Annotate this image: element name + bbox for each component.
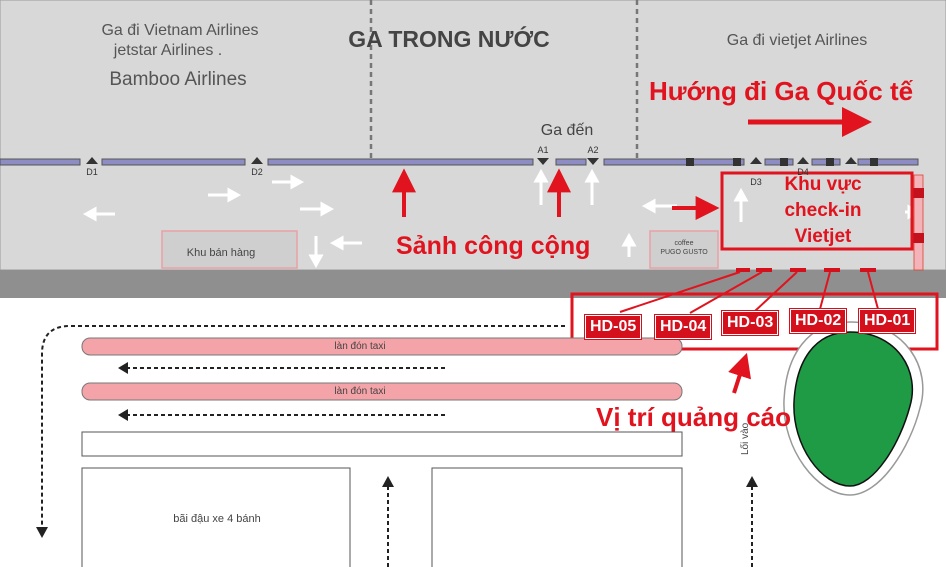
parking-label: bãi đậu xe 4 bánh [173, 513, 261, 525]
ad-spot-hd-02: HD-02 [790, 309, 847, 333]
arrivals-label: Ga đến [540, 122, 594, 139]
left-terminal-line3: Bamboo Airlines [109, 69, 247, 90]
shop-box [161, 230, 298, 269]
coffee-box [649, 230, 719, 269]
ground-strip [81, 431, 683, 457]
checkin-label-1: Khu vực [784, 174, 862, 195]
ad-spot-hd-05: HD-05 [585, 315, 642, 339]
taxi-lane-1 [81, 337, 683, 356]
checkin-label-2: check-in [784, 200, 862, 221]
taxi-lane-2-label: làn đón taxi [334, 386, 386, 397]
ad-spot-hd-03: HD-03 [722, 311, 779, 335]
left-terminal-line2: jetstar Airlines . [113, 42, 223, 59]
right-terminal-label: Ga đi vietjet Airlines [726, 32, 868, 49]
gate-d4: D4 [797, 167, 809, 177]
coffee-label: coffee [674, 240, 694, 247]
gate-wall [0, 158, 919, 166]
parking-area-right [431, 467, 683, 567]
checkin-label-3: Vietjet [794, 226, 852, 247]
gate-d2: D2 [251, 167, 263, 177]
gate-d3: D3 [750, 177, 762, 187]
public-hall-label: Sảnh công cộng [396, 232, 591, 260]
green-island [793, 331, 914, 487]
entrance-label: Lối vào [740, 422, 751, 455]
ad-position-label: Vị trí quảng cáo [596, 402, 792, 432]
gate-a1: A1 [537, 145, 549, 155]
gate-d1: D1 [86, 167, 98, 177]
international-direction-label: Hướng đi Ga Quốc tế [649, 76, 914, 106]
taxi-lane-2 [81, 382, 683, 401]
checkin-box [720, 171, 914, 251]
left-terminal-line1: Ga đi Vietnam Airlines [101, 22, 259, 39]
taxi-lane-1-label: làn đón taxi [334, 341, 386, 352]
gate-a2: A2 [587, 145, 599, 155]
ad-spot-hd-01: HD-01 [859, 309, 916, 333]
parking-area [81, 467, 351, 567]
ad-spot-hd-04: HD-04 [655, 315, 712, 339]
terminal-title: GA TRONG NƯỚC [348, 26, 550, 52]
coffee-brand: PUGO GUSTO [660, 249, 708, 256]
gate-markers [86, 157, 857, 165]
shop-label: Khu bán hàng [186, 247, 256, 259]
terminal-building [0, 0, 946, 271]
ad-box [570, 292, 939, 351]
